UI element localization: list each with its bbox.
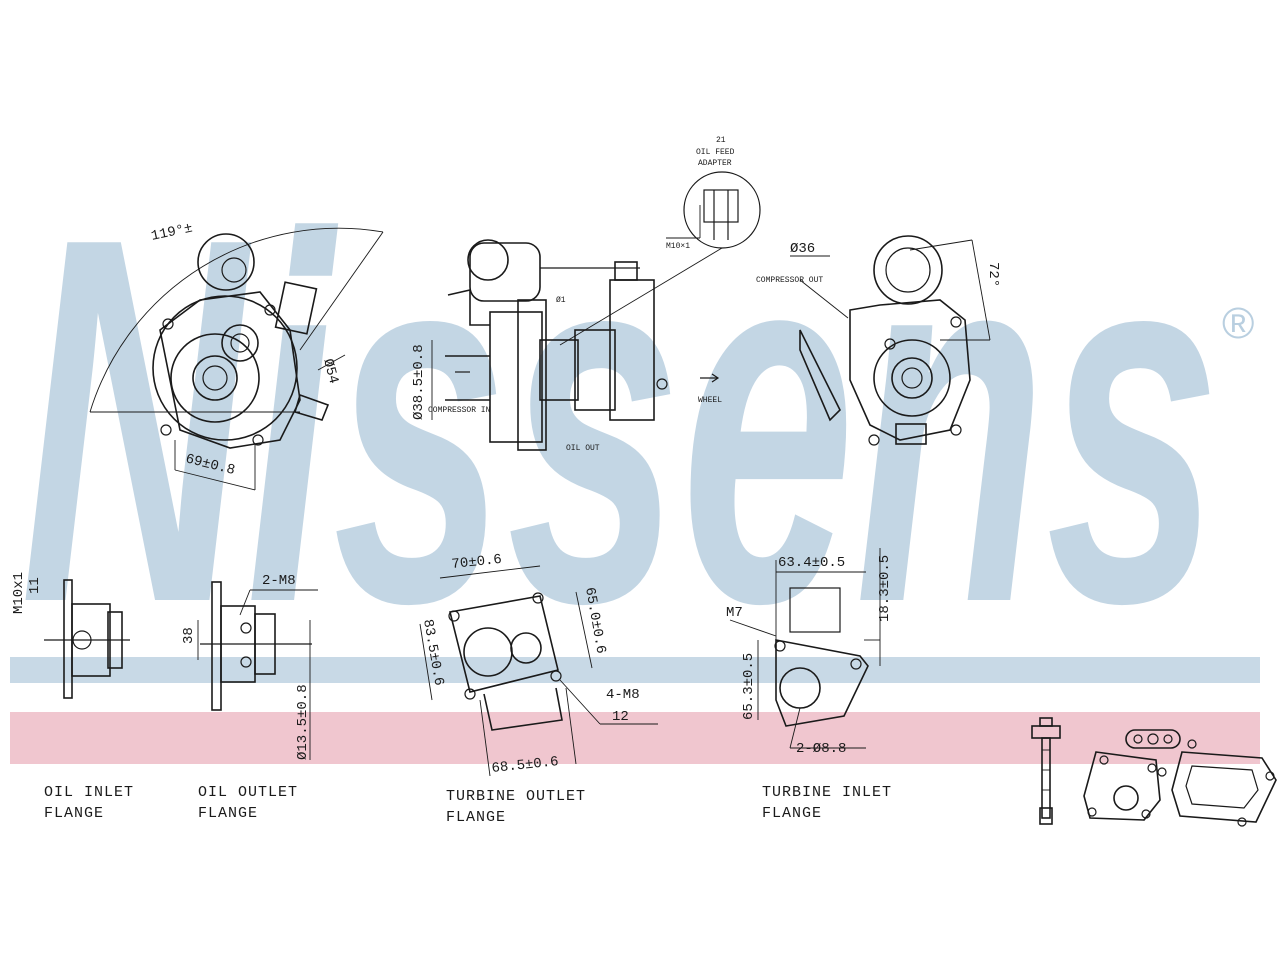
oil-outlet-height: 38 [181, 627, 197, 644]
oil-inlet-depth: 11 [27, 577, 43, 594]
oil-out-label: OIL OUT [566, 444, 600, 453]
turbine-outlet-depth: 12 [612, 709, 629, 725]
oil-outlet-flange: 2-M8 38 Ø13.5±0.8 OIL OUTLET FLANGE [181, 573, 318, 822]
gasket-triangle [1083, 751, 1161, 821]
oil-inlet-thread: M10x1 [11, 572, 27, 614]
oil-outlet-label-line1: OIL OUTLET [198, 784, 298, 801]
turbine-inlet-label-line1: TURBINE INLET [762, 784, 892, 801]
side-dim: Ø54 [319, 357, 341, 386]
right-angle-dim: 72° [985, 262, 1001, 287]
top-right-view: Ø36 COMPRESSOR OUT 72° [756, 235, 1001, 446]
top-left-view: 119°± 69±0.8 Ø54 [89, 221, 384, 491]
watermark: Nissens ® [10, 130, 1260, 764]
turbine-outlet-width: 70±0.6 [451, 552, 503, 573]
compressor-dim: Ø38.5±0.8 [411, 344, 427, 420]
oil-inlet-label-line1: OIL INLET [44, 784, 134, 801]
turbine-inlet-right: 18.3±0.5 [877, 555, 893, 622]
compressor-out-label: COMPRESSOR OUT [756, 276, 823, 285]
oil-feed-number: 21 [716, 136, 726, 145]
gasket-kit [1031, 717, 1277, 827]
gasket-rect [1157, 739, 1277, 827]
oil-outlet-label-line2: FLANGE [198, 805, 258, 822]
turbine-inlet-label-line2: FLANGE [762, 805, 822, 822]
oil-feed-thread: M10×1 [666, 242, 690, 251]
watermark-band-pink [10, 712, 1260, 764]
turbine-inlet-flange: 63.4±0.5 M7 18.3±0.5 65.3±0.5 2-Ø8.8 TUR… [726, 548, 893, 822]
compressor-in-label: COMPRESSOR IN [428, 406, 491, 415]
gasket-small [1125, 729, 1181, 749]
turbine-outlet-bottom: 68.5±0.6 [491, 754, 560, 777]
stud-bolt [1031, 717, 1061, 825]
right-dia-dim: Ø36 [790, 241, 815, 257]
watermark-band-blue [10, 657, 1260, 683]
top-center-view: 21 OIL FEED ADAPTER M10×1 Ø38.5±0.8 COMP… [411, 136, 761, 453]
turbine-outlet-label-line1: TURBINE OUTLET [446, 788, 586, 805]
turbine-inlet-top: 63.4±0.5 [778, 555, 845, 571]
oil-outlet-dia: Ø13.5±0.8 [295, 684, 311, 760]
registered-mark: ® [1222, 299, 1254, 348]
oil-inlet-flange: M10x1 11 OIL INLET FLANGE [11, 572, 134, 822]
turbine-inlet-holes: 2-Ø8.8 [796, 741, 846, 757]
small-dim: Ø1 [556, 296, 566, 305]
oil-outlet-bolts: 2-M8 [262, 573, 296, 589]
angle-arc [89, 227, 384, 413]
oil-feed-line1: OIL FEED [696, 148, 735, 157]
turbine-outlet-bolts: 4-M8 [606, 687, 640, 703]
turbine-inlet-thread: M7 [726, 605, 743, 621]
turbine-outlet-label-line2: FLANGE [446, 809, 506, 826]
turbine-inlet-left: 65.3±0.5 [741, 653, 757, 720]
oil-feed-line2: ADAPTER [698, 159, 732, 168]
wheel-label: WHEEL [698, 396, 722, 405]
oil-inlet-label-line2: FLANGE [44, 805, 104, 822]
